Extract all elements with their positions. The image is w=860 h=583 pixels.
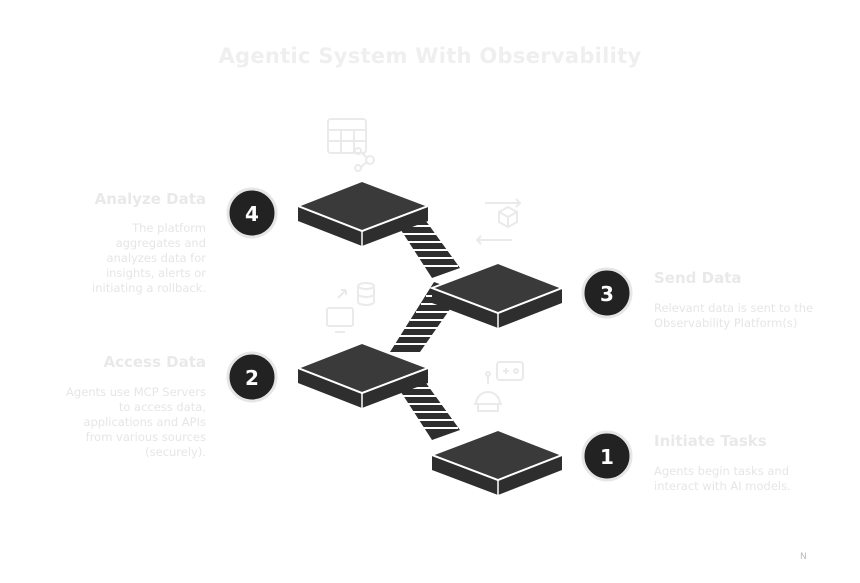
step-badge-1: 1 — [581, 430, 633, 482]
step-badge-3: 3 — [581, 267, 633, 319]
step-badge-2: 2 — [226, 351, 278, 403]
step-3-title: Send Data — [654, 269, 742, 287]
platform-3 — [429, 261, 565, 328]
platform-4 — [295, 179, 431, 246]
svg-text:4: 4 — [245, 202, 259, 226]
platform-1 — [429, 428, 565, 495]
robot-icon — [474, 361, 524, 412]
step-4-title: Analyze Data — [94, 190, 206, 208]
step-4-description: The platform aggregates and analyzes dat… — [92, 221, 206, 295]
table-share-icon — [327, 118, 375, 172]
svg-text:2: 2 — [245, 366, 259, 390]
step-2-description: Agents use MCP Servers to access data, a… — [66, 385, 206, 459]
step-1-description: Agents begin tasks and interact with AI … — [654, 464, 791, 493]
step-3-description: Relevant data is sent to the Observabili… — [654, 301, 814, 330]
watermark-mark: N — [800, 552, 807, 562]
svg-text:3: 3 — [600, 282, 614, 306]
database-monitor-icon — [326, 282, 375, 333]
cube-transfer-icon — [475, 198, 522, 245]
platform-2 — [295, 341, 431, 408]
step-badge-4: 4 — [226, 187, 278, 239]
step-1-title: Initiate Tasks — [654, 432, 767, 450]
svg-text:1: 1 — [600, 445, 614, 469]
diagram-title: Agentic System With Observability — [218, 44, 642, 68]
step-2-title: Access Data — [103, 353, 206, 371]
